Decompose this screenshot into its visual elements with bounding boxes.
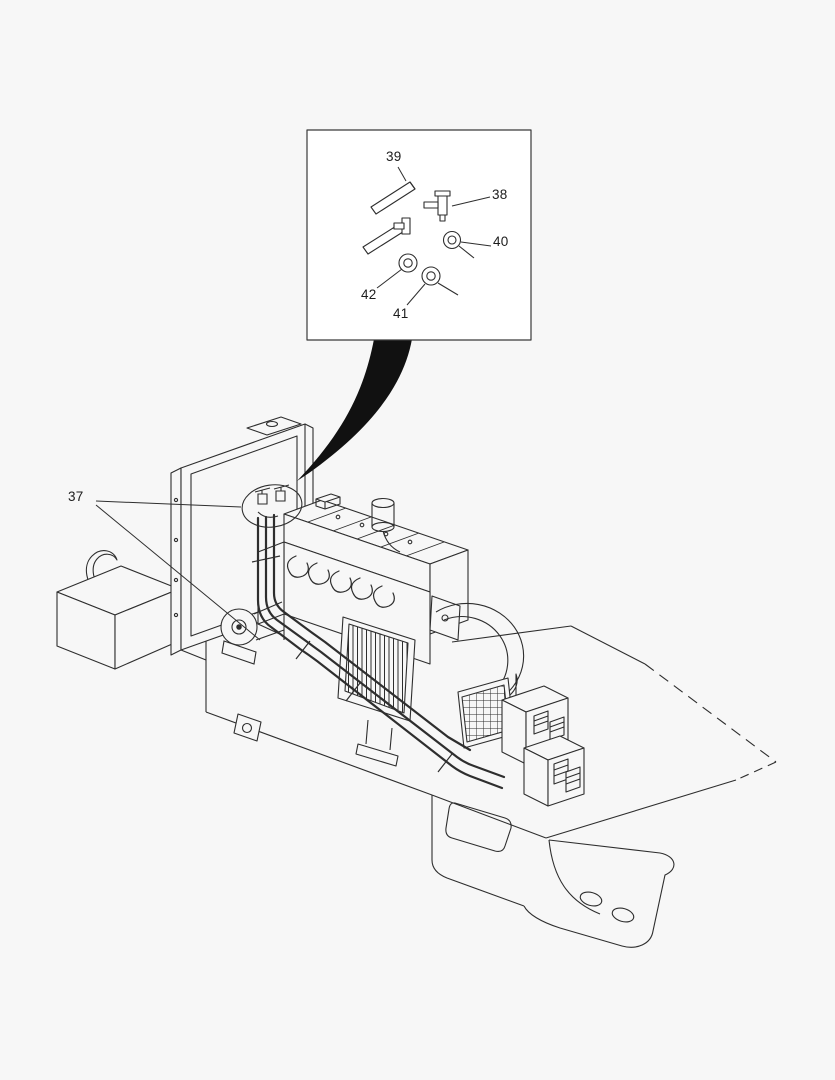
pointer-swoosh [297, 339, 412, 481]
part-label-39: 39 [386, 149, 402, 164]
leader-lines-37 [95, 500, 261, 641]
electrical-boxes [501, 685, 585, 807]
alternator [220, 601, 285, 665]
fitting-42-drawing [376, 253, 418, 289]
fitting-40-drawing [442, 230, 492, 259]
hose-fittings [254, 484, 290, 518]
leader-40 [460, 241, 492, 247]
base-bracket [523, 839, 675, 948]
frame-deck [180, 596, 777, 907]
hose-with-tee-drawing [362, 217, 411, 255]
part-label-42: 42 [361, 287, 377, 302]
left-mount-box [56, 550, 180, 670]
oil-cooler-grid [337, 616, 416, 767]
part-label-38: 38 [492, 187, 508, 202]
part-label-41: 41 [393, 306, 409, 321]
leader-41 [406, 283, 426, 306]
hose-39-drawing [370, 166, 416, 215]
leader-39 [397, 166, 407, 182]
part-label-40: 40 [493, 234, 509, 249]
filler-cap [315, 493, 341, 510]
blower-assembly [435, 602, 525, 749]
connector-block [533, 710, 565, 741]
leader-38 [451, 196, 491, 207]
fitting-41-drawing [406, 266, 459, 306]
detail-inset-box [306, 129, 532, 341]
fitting-callout-circle [241, 484, 303, 528]
part-label-37: 37 [68, 489, 84, 504]
connector-block [553, 758, 581, 793]
hose-bundle [256, 513, 506, 790]
fitting-38-drawing [423, 190, 491, 222]
leader-42 [376, 268, 403, 289]
hose-clamps [251, 555, 453, 773]
exhaust-manifold [286, 555, 395, 608]
